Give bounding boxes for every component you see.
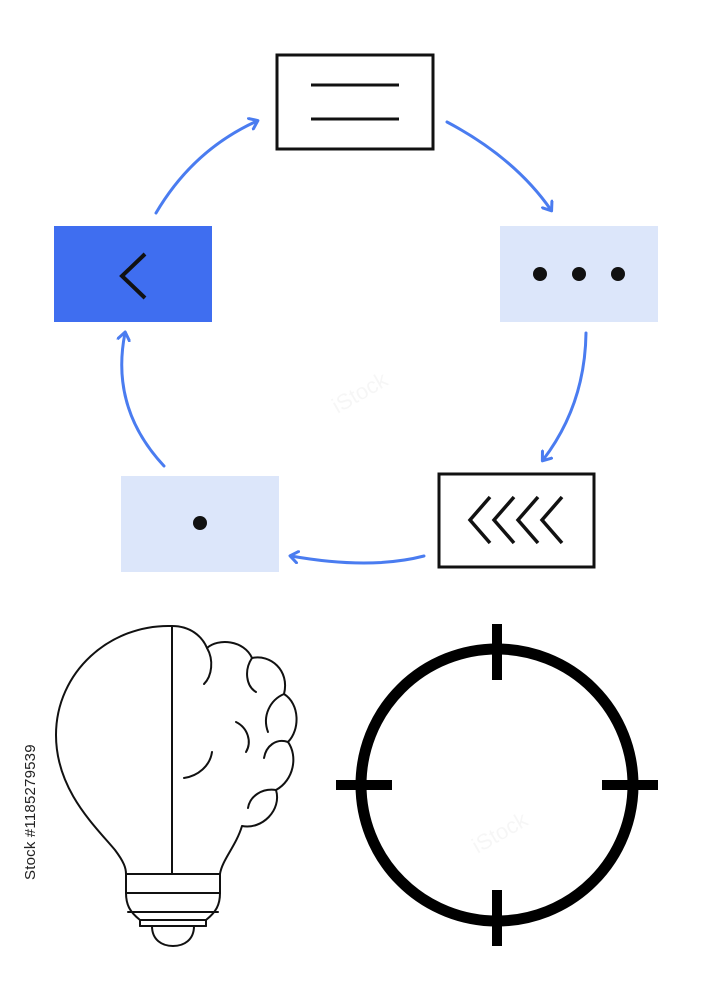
cycle-arrows — [122, 120, 588, 565]
brain-lightbulb-icon — [55, 624, 298, 947]
dot-icon — [193, 516, 207, 530]
dots-node — [500, 226, 658, 322]
arrow-chevron-to-lines — [154, 121, 257, 215]
arrow-lines-to-dots — [445, 120, 551, 210]
chevrons-node — [437, 472, 596, 569]
single-dot-node — [121, 476, 279, 572]
arrow-dot-to-chevron — [122, 333, 166, 468]
chevron-left-icon — [119, 252, 147, 300]
triple-chevron-left-icon — [467, 495, 564, 545]
three-dots-icon — [533, 267, 625, 281]
arrow-chevrons-to-dot — [291, 556, 426, 565]
two-lines-icon — [311, 83, 399, 121]
lines-node — [275, 53, 435, 151]
stock-id-label: Stock #1185279539 — [22, 744, 39, 880]
chevron-node — [54, 226, 212, 322]
arrow-dots-to-chevrons — [543, 331, 588, 460]
crosshair-icon — [336, 624, 658, 946]
